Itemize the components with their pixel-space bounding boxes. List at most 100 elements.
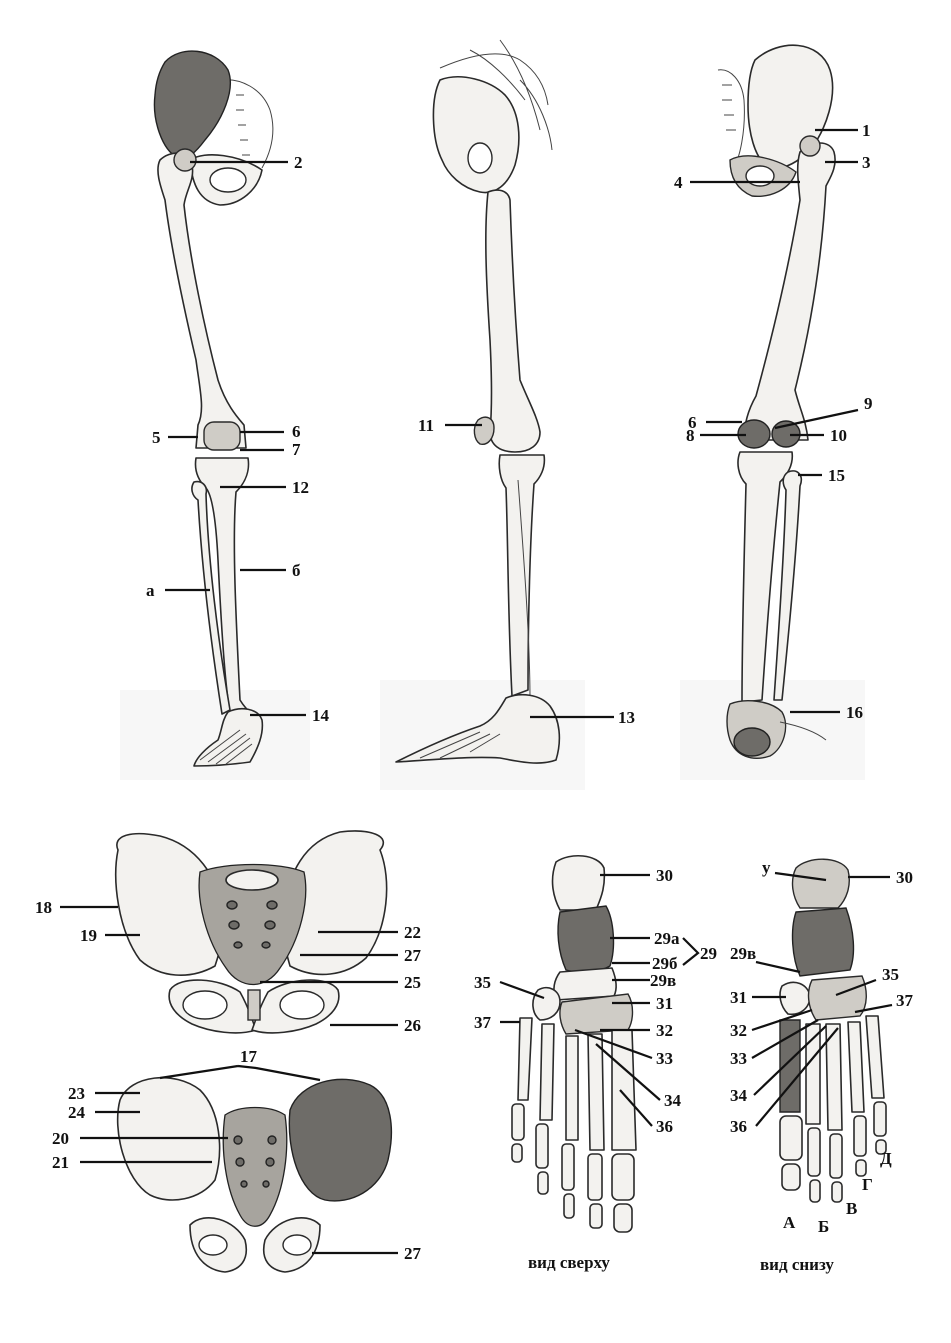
talus-top	[551, 855, 606, 911]
toes-front	[199, 729, 253, 765]
sacrum-outline	[221, 79, 274, 169]
cuboid-top	[532, 986, 561, 1021]
label-13: 13	[618, 708, 635, 727]
label-25: 25	[404, 973, 421, 992]
obturator-back-left	[198, 1234, 228, 1256]
femur-front	[157, 152, 247, 449]
label-33-bottom: 33	[730, 1049, 747, 1068]
ilium-front	[153, 50, 231, 159]
cuboid-bottom	[807, 975, 867, 1021]
label-12: 12	[292, 478, 309, 497]
label-32-bottom: 32	[730, 1021, 747, 1040]
label-30-top: 30	[656, 866, 673, 885]
label-29a: 29а	[654, 929, 680, 948]
sacral-promontory	[225, 869, 279, 891]
label-21: 21	[52, 1153, 69, 1172]
label-15: 15	[828, 466, 845, 485]
phalanges-bottom	[779, 1101, 887, 1203]
label-37-bottom: 37	[896, 991, 914, 1010]
label-5: 5	[152, 428, 161, 447]
fibula-back	[773, 470, 803, 701]
sacrum-back	[222, 1106, 288, 1227]
foot-back-detail	[779, 721, 827, 741]
navicular-top	[553, 967, 617, 1001]
femoral-head-back	[799, 135, 821, 157]
label-35-top: 35	[474, 973, 491, 992]
cuneiforms-top	[559, 993, 634, 1035]
label-6-back: 6	[688, 413, 697, 432]
acetabulum-side	[467, 142, 493, 174]
navicular-bottom	[779, 981, 811, 1016]
toe-label-B: Б	[818, 1217, 829, 1236]
toe-label-V: В	[846, 1199, 857, 1218]
patella-side	[473, 416, 495, 445]
label-31-bottom: 31	[730, 988, 747, 1007]
label-14: 14	[312, 706, 330, 725]
label-31-top: 31	[656, 994, 673, 1013]
label-18: 18	[35, 898, 52, 917]
label-23: 23	[68, 1084, 85, 1103]
leg-front-view	[153, 50, 274, 767]
label-33-top: 33	[656, 1049, 673, 1068]
label-2: 2	[294, 153, 303, 172]
fibula-front	[191, 480, 231, 715]
label-26: 26	[404, 1016, 421, 1035]
sacrum-front	[198, 863, 307, 985]
sacral-foramina-front	[226, 900, 278, 949]
leader-lines	[60, 128, 893, 1255]
label-11: 11	[418, 416, 434, 435]
femur-side	[485, 189, 541, 453]
pubic-symphysis	[247, 989, 261, 1021]
label-37-top: 37	[474, 1013, 492, 1032]
obturator-foramen-left	[182, 990, 228, 1020]
label-17: 17	[240, 1047, 258, 1066]
label-29b: 29б	[652, 954, 678, 973]
foot-bottom-view	[779, 858, 887, 1203]
femoral-head-front	[173, 148, 197, 172]
label-24: 24	[68, 1103, 86, 1122]
pelvis-back	[116, 1076, 393, 1273]
pelvis-back-right-ilium	[288, 1078, 393, 1202]
ilium-side	[432, 76, 520, 194]
femur-back	[743, 142, 836, 441]
label-36-bottom: 36	[730, 1117, 747, 1136]
label-35-bottom: 35	[882, 965, 899, 984]
label-34-bottom: 34	[730, 1086, 748, 1105]
sacrum-back	[717, 69, 745, 171]
patella-front	[203, 421, 241, 451]
label-9: 9	[864, 394, 873, 413]
tibia-side	[498, 454, 546, 697]
label-a: а	[146, 581, 155, 600]
toe-label-D: Д	[880, 1149, 892, 1168]
label-8: 8	[686, 426, 695, 445]
label-34-top: 34	[664, 1091, 682, 1110]
labels: 2 1 3 4 5 6 7 11 12 а б 14 13 6 8 9 10 1…	[35, 121, 914, 1263]
label-20: 20	[52, 1129, 69, 1148]
label-19: 19	[80, 926, 97, 945]
sacral-foramina	[236, 94, 250, 156]
phalanges-top	[511, 1103, 635, 1233]
label-27-back: 27	[404, 1244, 422, 1263]
label-10: 10	[830, 426, 847, 445]
label-29v-bottom: 29в	[730, 944, 756, 963]
label-30-bottom: 30	[896, 868, 913, 887]
label-3: 3	[862, 153, 871, 172]
pelvis-front	[115, 830, 388, 1034]
label-36-top: 36	[656, 1117, 673, 1136]
label-16: 16	[846, 703, 863, 722]
label-4: 4	[674, 173, 683, 192]
toe-label-G: Г	[862, 1175, 873, 1194]
fibula-side	[517, 479, 531, 701]
label-6-front: 6	[292, 422, 301, 441]
obturator-foramen-right	[279, 990, 325, 1020]
calcaneus-body-bottom	[791, 907, 855, 977]
label-29v-top: 29в	[650, 971, 676, 990]
label-27-front: 27	[404, 946, 422, 965]
sacral-foramina-back	[233, 1135, 277, 1188]
label-22: 22	[404, 923, 421, 942]
foot-side	[395, 693, 561, 764]
leg-back-view	[717, 44, 836, 759]
foot-top-view	[511, 855, 637, 1233]
ribs-side	[439, 39, 553, 151]
